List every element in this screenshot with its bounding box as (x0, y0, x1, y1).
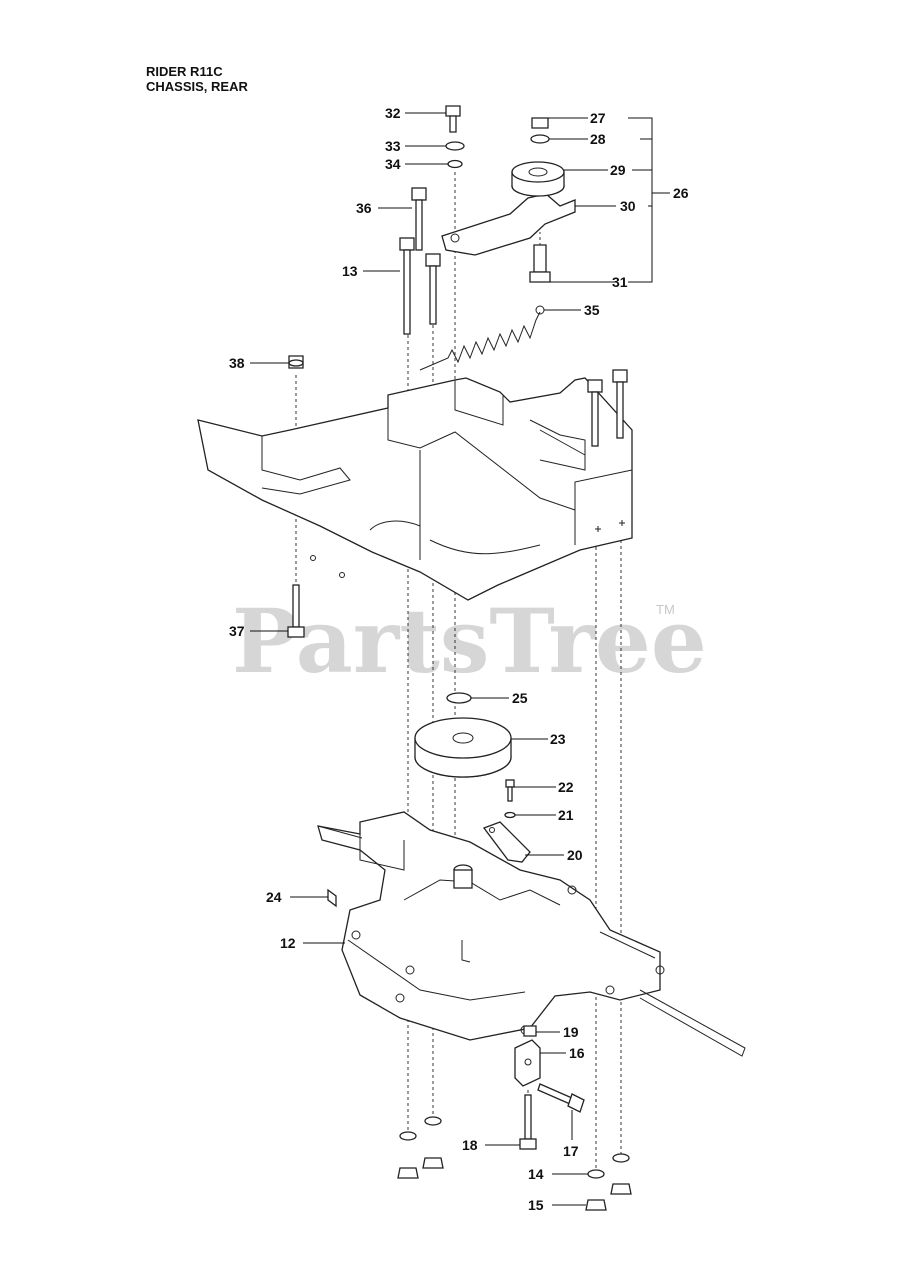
callout-27: 27 (590, 110, 606, 126)
bottom-nuts-washers (288, 359, 632, 1211)
model-title: RIDER R11C (146, 64, 223, 79)
callout-23: 23 (550, 731, 566, 747)
mounting-bracket (482, 779, 531, 863)
diagram-title-block: RIDER R11C CHASSIS, REAR (146, 64, 248, 94)
callout-14: 14 (528, 1166, 544, 1182)
callout-30: 30 (620, 198, 636, 214)
callout-12: 12 (280, 935, 296, 951)
callout-24: 24 (266, 889, 282, 905)
watermark-text: PartsTree (232, 589, 707, 693)
callout-17: 17 (563, 1143, 579, 1159)
bolt-washer-stack (445, 105, 465, 169)
callout-16: 16 (569, 1045, 585, 1061)
callout-18: 18 (462, 1137, 478, 1153)
watermark-trademark: TM (656, 602, 675, 617)
callout-20: 20 (567, 847, 583, 863)
callout-33: 33 (385, 138, 401, 154)
callout-34: 34 (385, 156, 401, 172)
callout-38: 38 (229, 355, 245, 371)
idler-pulley-assembly (441, 117, 576, 283)
drive-pulley (414, 692, 512, 778)
callout-21: 21 (558, 807, 574, 823)
callout-36: 36 (356, 200, 372, 216)
callout-35: 35 (584, 302, 600, 318)
callout-labels: 32 33 34 36 13 38 37 27 28 29 30 31 35 2… (229, 105, 689, 1213)
callout-25: 25 (512, 690, 528, 706)
callout-13: 13 (342, 263, 358, 279)
callout-15: 15 (528, 1197, 544, 1213)
callout-32: 32 (385, 105, 401, 121)
callout-22: 22 (558, 779, 574, 795)
callout-37: 37 (229, 623, 245, 639)
callout-19: 19 (563, 1024, 579, 1040)
chassis-frame (197, 377, 633, 601)
callout-29: 29 (610, 162, 626, 178)
section-title: CHASSIS, REAR (146, 79, 248, 94)
callout-31: 31 (612, 274, 628, 290)
callout-leaders (250, 112, 670, 1206)
tension-spring (419, 305, 545, 371)
callout-26: 26 (673, 185, 689, 201)
callout-28: 28 (590, 131, 606, 147)
transaxle-housing (317, 811, 746, 1057)
lower-hardware (514, 1025, 585, 1150)
